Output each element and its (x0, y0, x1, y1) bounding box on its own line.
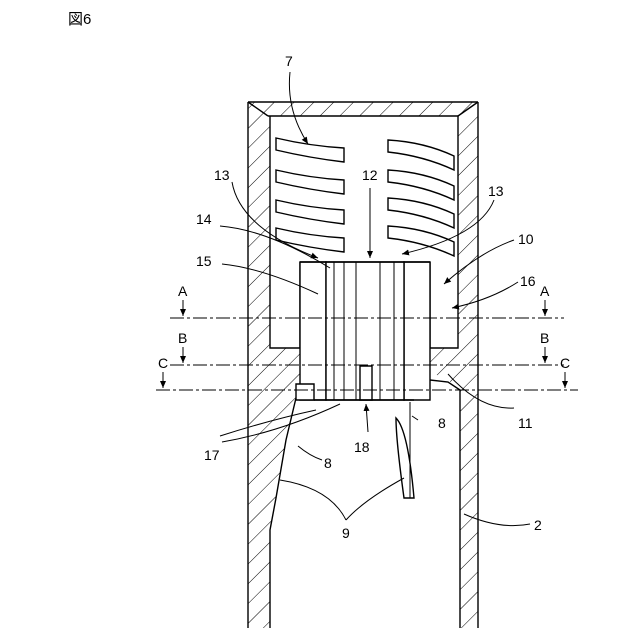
label-B-right: B (540, 330, 549, 346)
label-13-right: 13 (488, 183, 504, 199)
right-blade (396, 402, 414, 498)
fins-right (388, 140, 454, 256)
label-15: 15 (196, 253, 212, 269)
label-2: 2 (534, 517, 542, 533)
label-A-left: A (178, 283, 188, 299)
label-B-left: B (178, 330, 187, 346)
label-10: 10 (518, 231, 534, 247)
label-12: 12 (362, 167, 378, 183)
label-13-left: 13 (214, 167, 230, 183)
label-17: 17 (204, 447, 220, 463)
label-C-right: C (560, 355, 570, 371)
central-body (296, 262, 430, 400)
label-A-right: A (540, 283, 550, 299)
fins-left (276, 138, 344, 252)
label-14: 14 (196, 211, 212, 227)
label-C-left: C (158, 355, 168, 371)
label-9: 9 (342, 525, 350, 541)
label-18: 18 (354, 439, 370, 455)
label-16: 16 (520, 273, 536, 289)
label-11: 11 (518, 415, 533, 431)
label-8-left: 8 (324, 455, 332, 471)
label-8-right: 8 (438, 415, 446, 431)
label-7: 7 (285, 53, 293, 69)
